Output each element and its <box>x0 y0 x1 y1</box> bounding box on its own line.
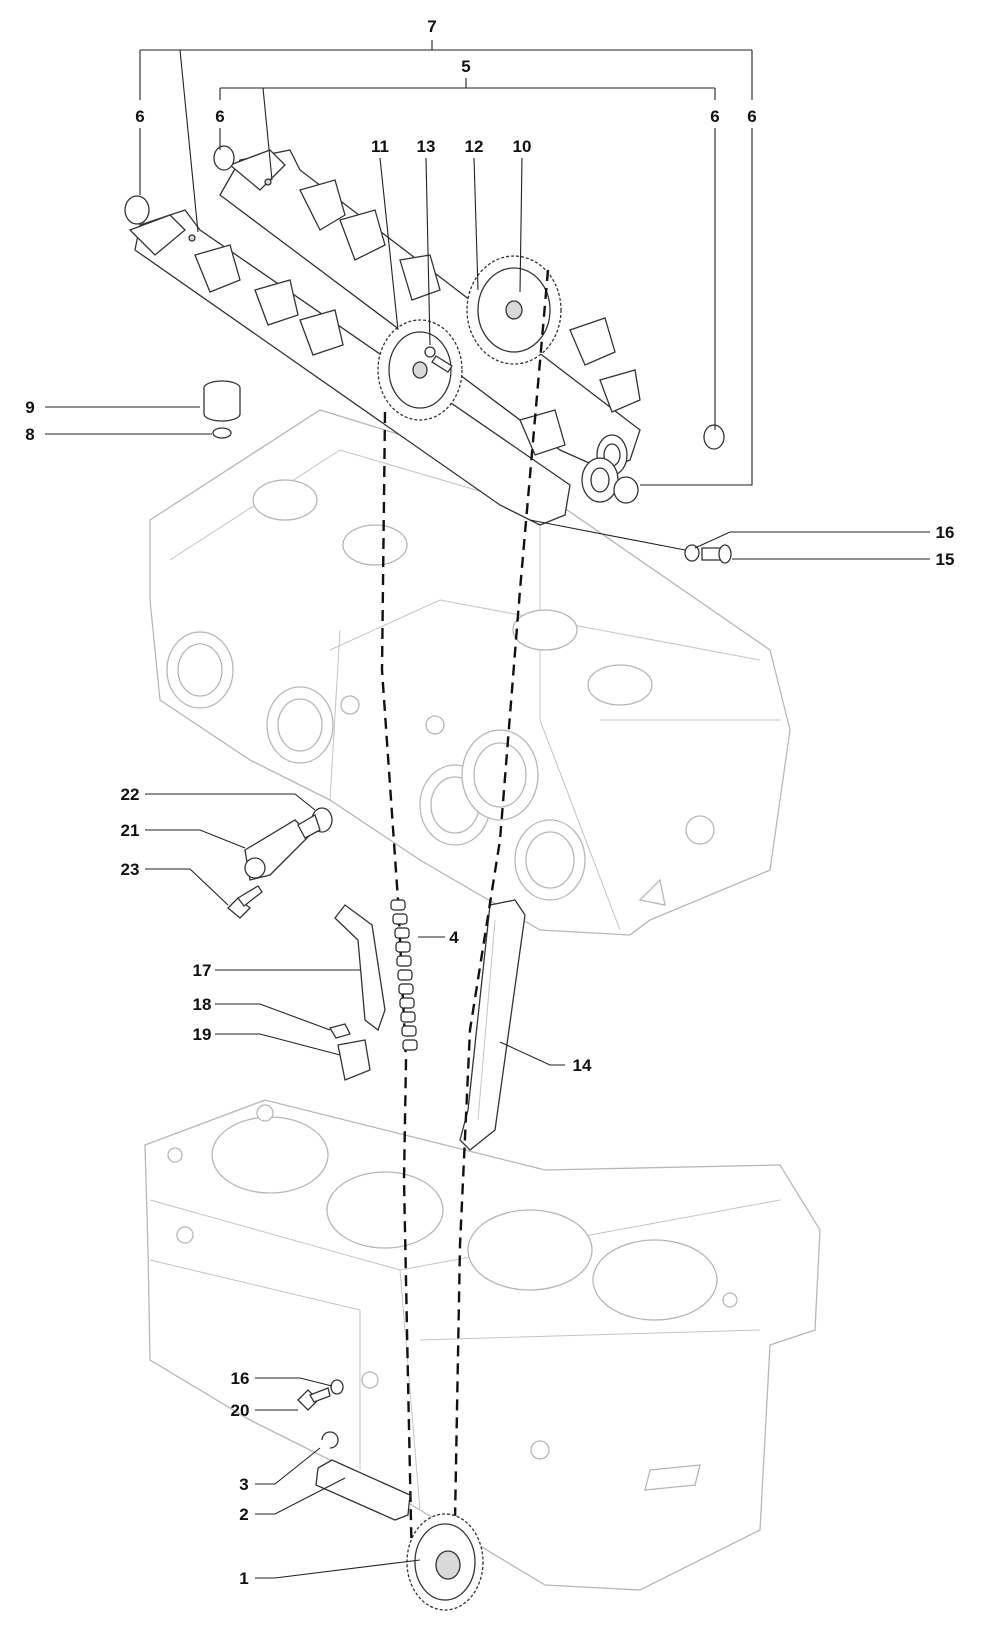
head-bolt <box>684 544 732 564</box>
callout-6: 6 <box>135 107 144 126</box>
callout-16: 16 <box>936 523 955 542</box>
callout-20: 20 <box>231 1401 250 1420</box>
camshaft-caps <box>124 145 725 504</box>
callout-8: 8 <box>25 425 34 444</box>
chain-tensioner <box>227 807 333 919</box>
cylinder-head <box>149 409 791 936</box>
chain-links <box>390 899 418 1051</box>
callout-12: 12 <box>465 137 484 156</box>
intake-camshaft <box>128 209 619 526</box>
callout-2: 2 <box>239 1505 248 1524</box>
callout-6: 6 <box>710 107 719 126</box>
idler-gear-assembly <box>315 1431 484 1611</box>
callout-1: 1 <box>239 1569 248 1588</box>
callout-5: 5 <box>461 57 470 76</box>
callout-23: 23 <box>121 860 140 879</box>
chain-guide-tensioner-side <box>328 904 386 1081</box>
camshaft-sprockets <box>377 255 562 421</box>
callout-16: 16 <box>231 1369 250 1388</box>
callout-3: 3 <box>239 1475 248 1494</box>
callout-22: 22 <box>121 785 140 804</box>
block-bolt <box>297 1379 344 1411</box>
callout-labels: 7 5 6 6 6 6 11 13 12 10 9 8 16 15 22 21 … <box>25 17 954 1588</box>
callout-6: 6 <box>215 107 224 126</box>
callout-13: 13 <box>417 137 436 156</box>
timing-chain <box>380 269 550 1571</box>
callout-15: 15 <box>936 550 955 569</box>
callout-4: 4 <box>449 928 459 947</box>
callout-18: 18 <box>193 995 212 1014</box>
cylinder-block <box>144 1099 821 1591</box>
callout-17: 17 <box>193 961 212 980</box>
callout-21: 21 <box>121 821 140 840</box>
valve-tappet <box>203 380 241 439</box>
callout-14: 14 <box>573 1056 592 1075</box>
callout-10: 10 <box>513 137 532 156</box>
callout-6: 6 <box>747 107 756 126</box>
callout-7: 7 <box>427 17 436 36</box>
callout-19: 19 <box>193 1025 212 1044</box>
callout-11: 11 <box>371 137 389 156</box>
leader-lines <box>45 40 930 1579</box>
callout-9: 9 <box>25 398 34 417</box>
